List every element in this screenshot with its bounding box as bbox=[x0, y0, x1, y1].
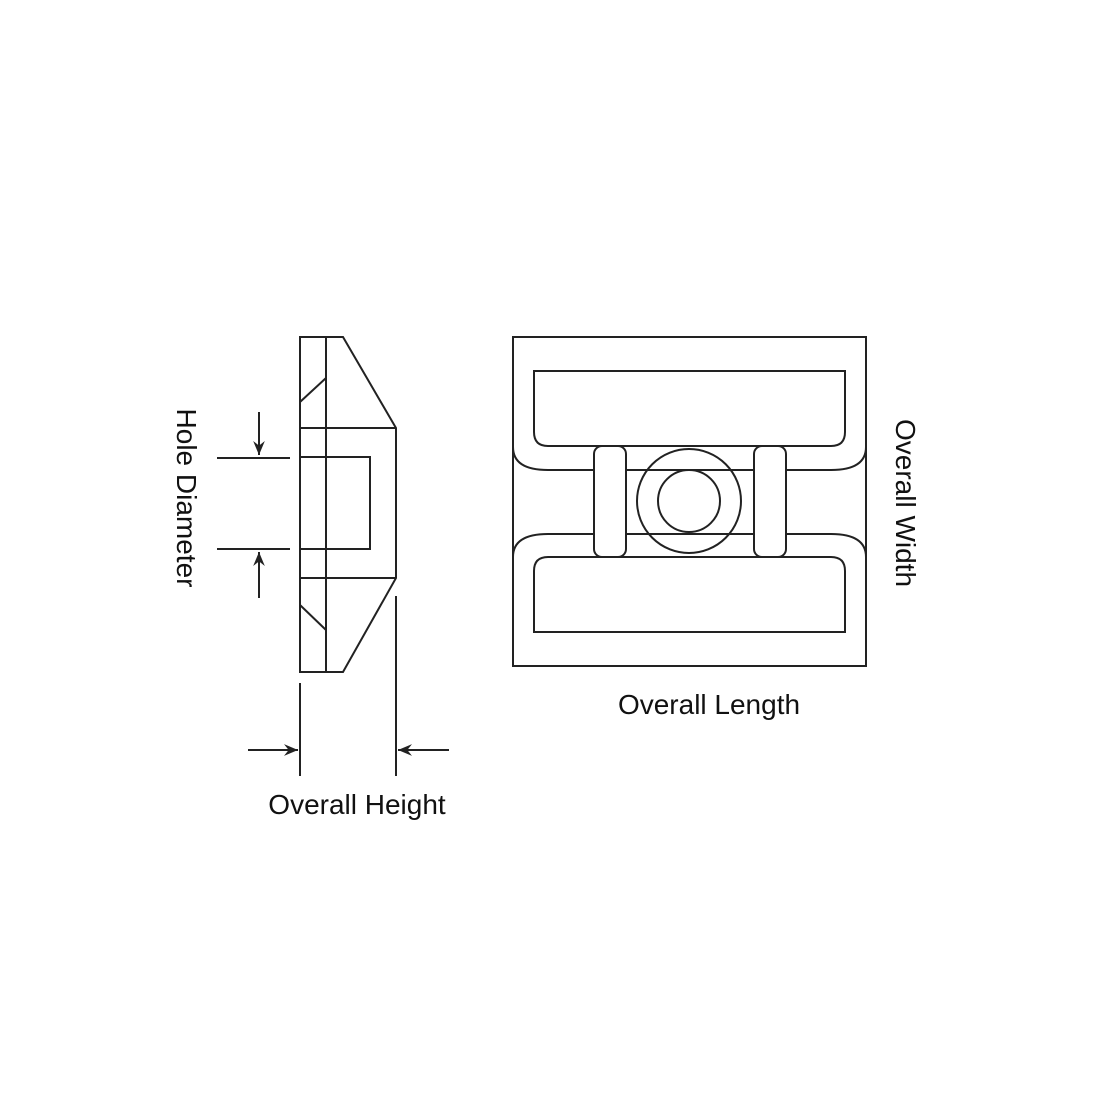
lower-slot bbox=[533, 556, 846, 633]
left-post bbox=[593, 445, 627, 558]
right-post bbox=[753, 445, 787, 558]
base-plate bbox=[299, 336, 327, 673]
hole-section bbox=[300, 456, 371, 550]
side-view bbox=[217, 336, 449, 776]
overall-width-label: Overall Width bbox=[890, 418, 921, 588]
top-view bbox=[512, 336, 867, 667]
outer-body bbox=[512, 336, 867, 667]
side-profile bbox=[326, 336, 397, 673]
mounting-hole bbox=[657, 469, 721, 533]
upper-slot bbox=[533, 370, 846, 447]
hole-diameter-label: Hole Diameter bbox=[171, 408, 202, 588]
band-bottom bbox=[512, 533, 867, 558]
overall-length-label: Overall Length bbox=[617, 689, 801, 720]
overall-height-label: Overall Height bbox=[268, 789, 446, 820]
boss-outer bbox=[636, 448, 742, 554]
band-top bbox=[512, 446, 867, 471]
